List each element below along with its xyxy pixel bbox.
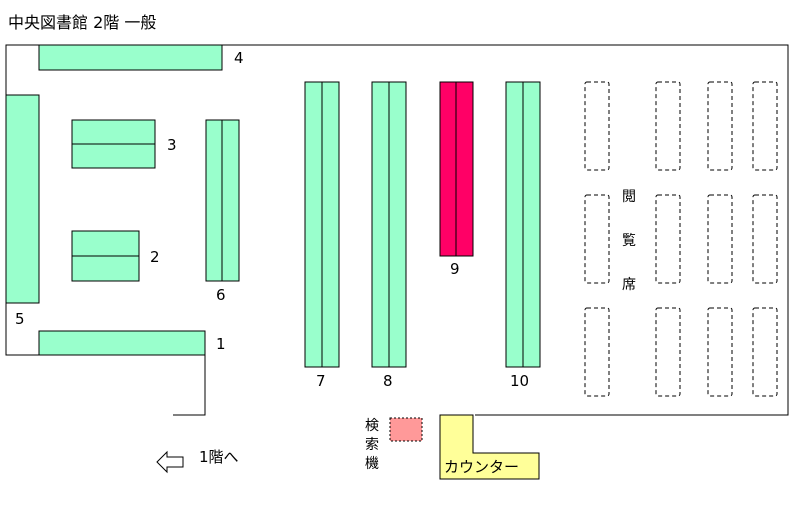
shelf-3-label: 3 — [167, 136, 177, 154]
seat — [584, 81, 610, 171]
counter-shape — [439, 414, 540, 480]
exit-to-first-floor[interactable]: 1階へ — [156, 448, 239, 474]
shelf-4[interactable] — [38, 44, 223, 71]
shelf-4-label: 4 — [234, 49, 244, 67]
shelf-9-label: 9 — [450, 260, 460, 278]
shelf-7[interactable] — [304, 81, 340, 368]
reading-area-char-2: 覧 — [622, 232, 636, 249]
left-wall-lower — [5, 303, 206, 416]
arrow-left-icon — [156, 450, 184, 474]
reading-area-label: 閲 覧 席 — [622, 189, 636, 293]
shelf-10[interactable] — [505, 81, 541, 368]
shelf-10-label: 10 — [510, 372, 529, 390]
shelf-2[interactable] — [71, 230, 140, 282]
reading-area-char-1: 閲 — [622, 189, 636, 205]
map-title: 中央図書館 2階 一般 — [8, 13, 156, 32]
shelf-5[interactable] — [5, 94, 40, 304]
shelf-6[interactable] — [205, 119, 240, 282]
seat — [655, 81, 681, 171]
outer-wall — [5, 44, 789, 416]
search-terminal-char-3: 機 — [365, 456, 379, 472]
search-terminal[interactable] — [389, 417, 423, 442]
shelf-6-label: 6 — [216, 286, 226, 304]
shelf-5-label: 5 — [15, 310, 25, 328]
seat — [752, 81, 778, 171]
shelf-1[interactable] — [38, 330, 206, 356]
shelf-2-label: 2 — [150, 248, 160, 266]
shelf-9-highlighted[interactable] — [439, 81, 474, 257]
shelf-3[interactable] — [71, 119, 156, 169]
shelf-1-label: 1 — [216, 335, 226, 353]
search-terminal-char-1: 検 — [365, 418, 379, 434]
seat — [752, 307, 778, 397]
seat — [752, 194, 778, 284]
seat — [655, 307, 681, 397]
seat — [655, 194, 681, 284]
shelf-8-label: 8 — [383, 372, 393, 390]
seat — [707, 81, 733, 171]
seat — [584, 194, 610, 284]
reading-area-char-3: 席 — [622, 277, 636, 293]
counter-label: カウンター — [444, 458, 519, 476]
shelf-8[interactable] — [371, 81, 407, 368]
seat — [584, 307, 610, 397]
seat — [707, 194, 733, 284]
search-terminal-char-2: 索 — [365, 436, 379, 453]
seat — [707, 307, 733, 397]
exit-label: 1階へ — [199, 448, 239, 466]
reading-seats — [584, 81, 778, 397]
counter[interactable]: カウンター — [439, 414, 540, 480]
search-terminal-label: 検 索 機 — [365, 418, 379, 472]
shelf-7-label: 7 — [316, 372, 326, 390]
